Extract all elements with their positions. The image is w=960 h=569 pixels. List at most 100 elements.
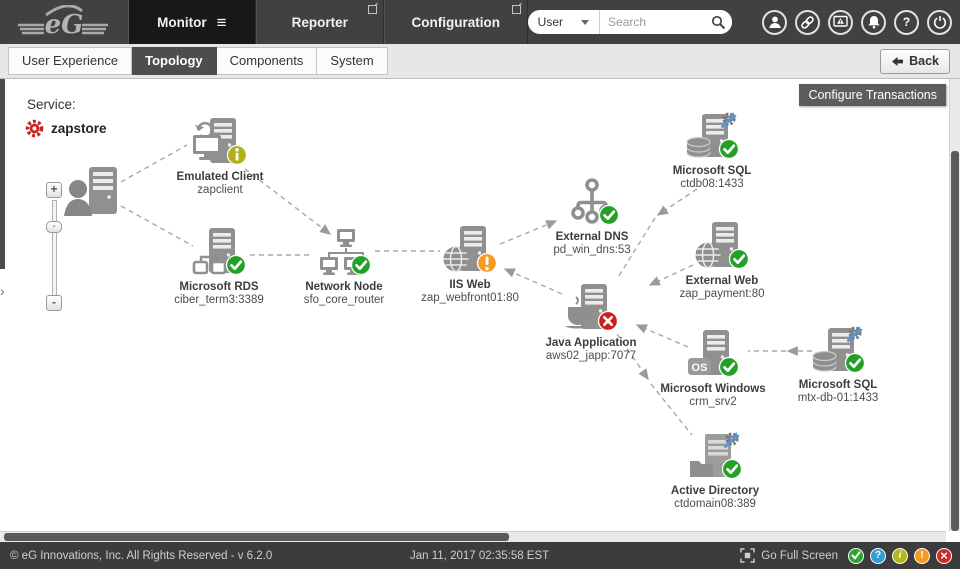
- vertical-scrollbar-thumb[interactable]: [951, 151, 959, 531]
- tab-topology[interactable]: Topology: [132, 47, 217, 75]
- node-label: Microsoft SQL: [798, 379, 878, 391]
- node-sublabel: sfo_core_router: [303, 294, 385, 306]
- iis-web-icon: [443, 226, 497, 274]
- zoom-slider-handle[interactable]: -: [46, 221, 62, 233]
- emulated-client-icon: [193, 118, 247, 166]
- node-label: Microsoft RDS: [179, 281, 259, 293]
- microsoft-rds-icon: [192, 228, 246, 276]
- node-network-node[interactable]: Network Node sfo_core_router: [289, 227, 399, 307]
- search-category-value: User: [537, 15, 564, 29]
- status-critical-icon[interactable]: ×: [936, 547, 952, 564]
- nav-tab-configuration-label: Configuration: [411, 14, 500, 30]
- power-icon: [933, 16, 946, 29]
- node-sublabel: zap_webfront01:80: [421, 292, 519, 304]
- status-ok-icon: [225, 254, 246, 276]
- node-sublabel: crm_srv2: [689, 396, 737, 408]
- microsoft-sql-icon: [686, 112, 739, 160]
- link-button[interactable]: [795, 9, 821, 35]
- horizontal-scrollbar[interactable]: [0, 531, 946, 542]
- service-row[interactable]: zapstore: [25, 119, 107, 138]
- node-sublabel: aws02_japp:7077: [545, 350, 637, 362]
- view-tabbar: User Experience Topology Components Syst…: [0, 44, 960, 79]
- tab-system[interactable]: System: [317, 47, 388, 75]
- footer-right-cluster: Go Full Screen ? i ! ×: [740, 547, 960, 564]
- nav-tab-reporter[interactable]: Reporter: [255, 0, 384, 44]
- vertical-scrollbar[interactable]: [949, 79, 960, 531]
- expand-panel-chevron[interactable]: ›: [0, 283, 5, 299]
- node-label: Microsoft Windows: [660, 383, 766, 395]
- status-info-icon: [226, 144, 247, 166]
- external-dns-icon: [571, 178, 619, 226]
- status-ok-icon: [718, 356, 740, 378]
- status-ok-icon: [721, 458, 742, 480]
- alerts-button[interactable]: [861, 9, 887, 35]
- node-active-directory[interactable]: Active Directory ctdomain08:389: [660, 431, 770, 511]
- node-sublabel: zapclient: [197, 184, 243, 196]
- search-category-dropdown[interactable]: User: [528, 10, 599, 34]
- node-microsoft-sql-ctdb08[interactable]: Microsoft SQL ctdb08:1433: [657, 111, 767, 191]
- node-microsoft-sql-mtx[interactable]: Microsoft SQL mtx-db-01:1433: [783, 325, 893, 405]
- horizontal-scrollbar-thumb[interactable]: [4, 533, 509, 541]
- screen-alert-button[interactable]: [828, 9, 854, 35]
- node-label: Microsoft SQL: [672, 165, 752, 177]
- fullscreen-icon[interactable]: [740, 548, 755, 563]
- node-label: Java Application: [545, 337, 637, 349]
- status-unknown-icon[interactable]: ?: [870, 547, 886, 564]
- active-directory-icon: [690, 432, 742, 480]
- nav-tab-configuration[interactable]: Configuration: [383, 0, 528, 44]
- zoom-slider-track[interactable]: [52, 200, 57, 296]
- topology-connector-lines: [120, 144, 812, 436]
- node-iis-web[interactable]: IIS Web zap_webfront01:80: [415, 225, 525, 305]
- screen-alert-icon: [833, 15, 848, 27]
- status-warning-icon[interactable]: !: [914, 547, 930, 564]
- status-ok-icon: [718, 138, 739, 160]
- node-sublabel: pd_win_dns:53: [553, 244, 631, 256]
- nav-tab-monitor[interactable]: Monitor ≡: [127, 0, 256, 44]
- topology-canvas: Configure Transactions Service: zapstore…: [0, 79, 960, 542]
- node-label: Network Node: [305, 281, 383, 293]
- java-application-icon: [565, 284, 618, 332]
- tab-user-experience[interactable]: User Experience: [8, 47, 133, 75]
- navbar-right-cluster: User: [527, 0, 960, 44]
- microsoft-windows-icon: OS: [688, 330, 740, 378]
- help-button[interactable]: ?: [894, 9, 920, 35]
- node-label: External DNS: [555, 231, 629, 243]
- node-external-dns[interactable]: External DNS pd_win_dns:53: [537, 177, 647, 257]
- node-sublabel: zap_payment:80: [679, 288, 765, 300]
- global-search: User: [527, 10, 733, 34]
- node-client-user[interactable]: [62, 165, 122, 219]
- zoom-out-button[interactable]: -: [46, 295, 62, 311]
- node-sublabel: ciber_term3:3389: [174, 294, 264, 306]
- user-button[interactable]: [762, 9, 788, 35]
- node-microsoft-rds[interactable]: Microsoft RDS ciber_term3:3389: [164, 227, 274, 307]
- back-button-label: Back: [909, 54, 939, 68]
- tab-components[interactable]: Components: [216, 47, 318, 75]
- chevron-down-icon: [581, 19, 590, 25]
- service-gear-icon: [25, 119, 44, 138]
- nav-tab-reporter-label: Reporter: [291, 14, 348, 30]
- node-microsoft-windows[interactable]: OS Microsoft Windows crm_srv2: [658, 329, 768, 409]
- node-external-web[interactable]: External Web zap_payment:80: [667, 221, 777, 301]
- configure-transactions-button[interactable]: Configure Transactions: [799, 84, 946, 106]
- node-emulated-client[interactable]: Emulated Client zapclient: [165, 117, 275, 197]
- admin-gear-wrench-icon: [847, 326, 863, 342]
- go-full-screen-label[interactable]: Go Full Screen: [761, 549, 838, 562]
- status-critical-icon: [597, 310, 618, 332]
- back-button[interactable]: Back: [880, 48, 950, 74]
- eg-logo: eG: [0, 0, 128, 44]
- node-sublabel: ctdomain08:389: [674, 498, 756, 510]
- node-java-application[interactable]: Java Application aws02_japp:7077: [536, 283, 646, 363]
- svg-text:OS: OS: [692, 362, 708, 374]
- status-warning-icon: [476, 252, 497, 274]
- menu-icon[interactable]: ≡: [216, 12, 227, 32]
- microsoft-sql-icon: [812, 326, 865, 374]
- search-button[interactable]: [704, 10, 733, 34]
- status-bar: © eG Innovations, Inc. All Rights Reserv…: [0, 542, 960, 569]
- status-normal-icon[interactable]: [848, 547, 864, 564]
- search-input[interactable]: [599, 10, 705, 34]
- external-link-icon: [511, 5, 521, 14]
- power-button[interactable]: [927, 9, 953, 35]
- status-info-icon[interactable]: i: [892, 547, 908, 564]
- zoom-in-button[interactable]: +: [46, 182, 62, 198]
